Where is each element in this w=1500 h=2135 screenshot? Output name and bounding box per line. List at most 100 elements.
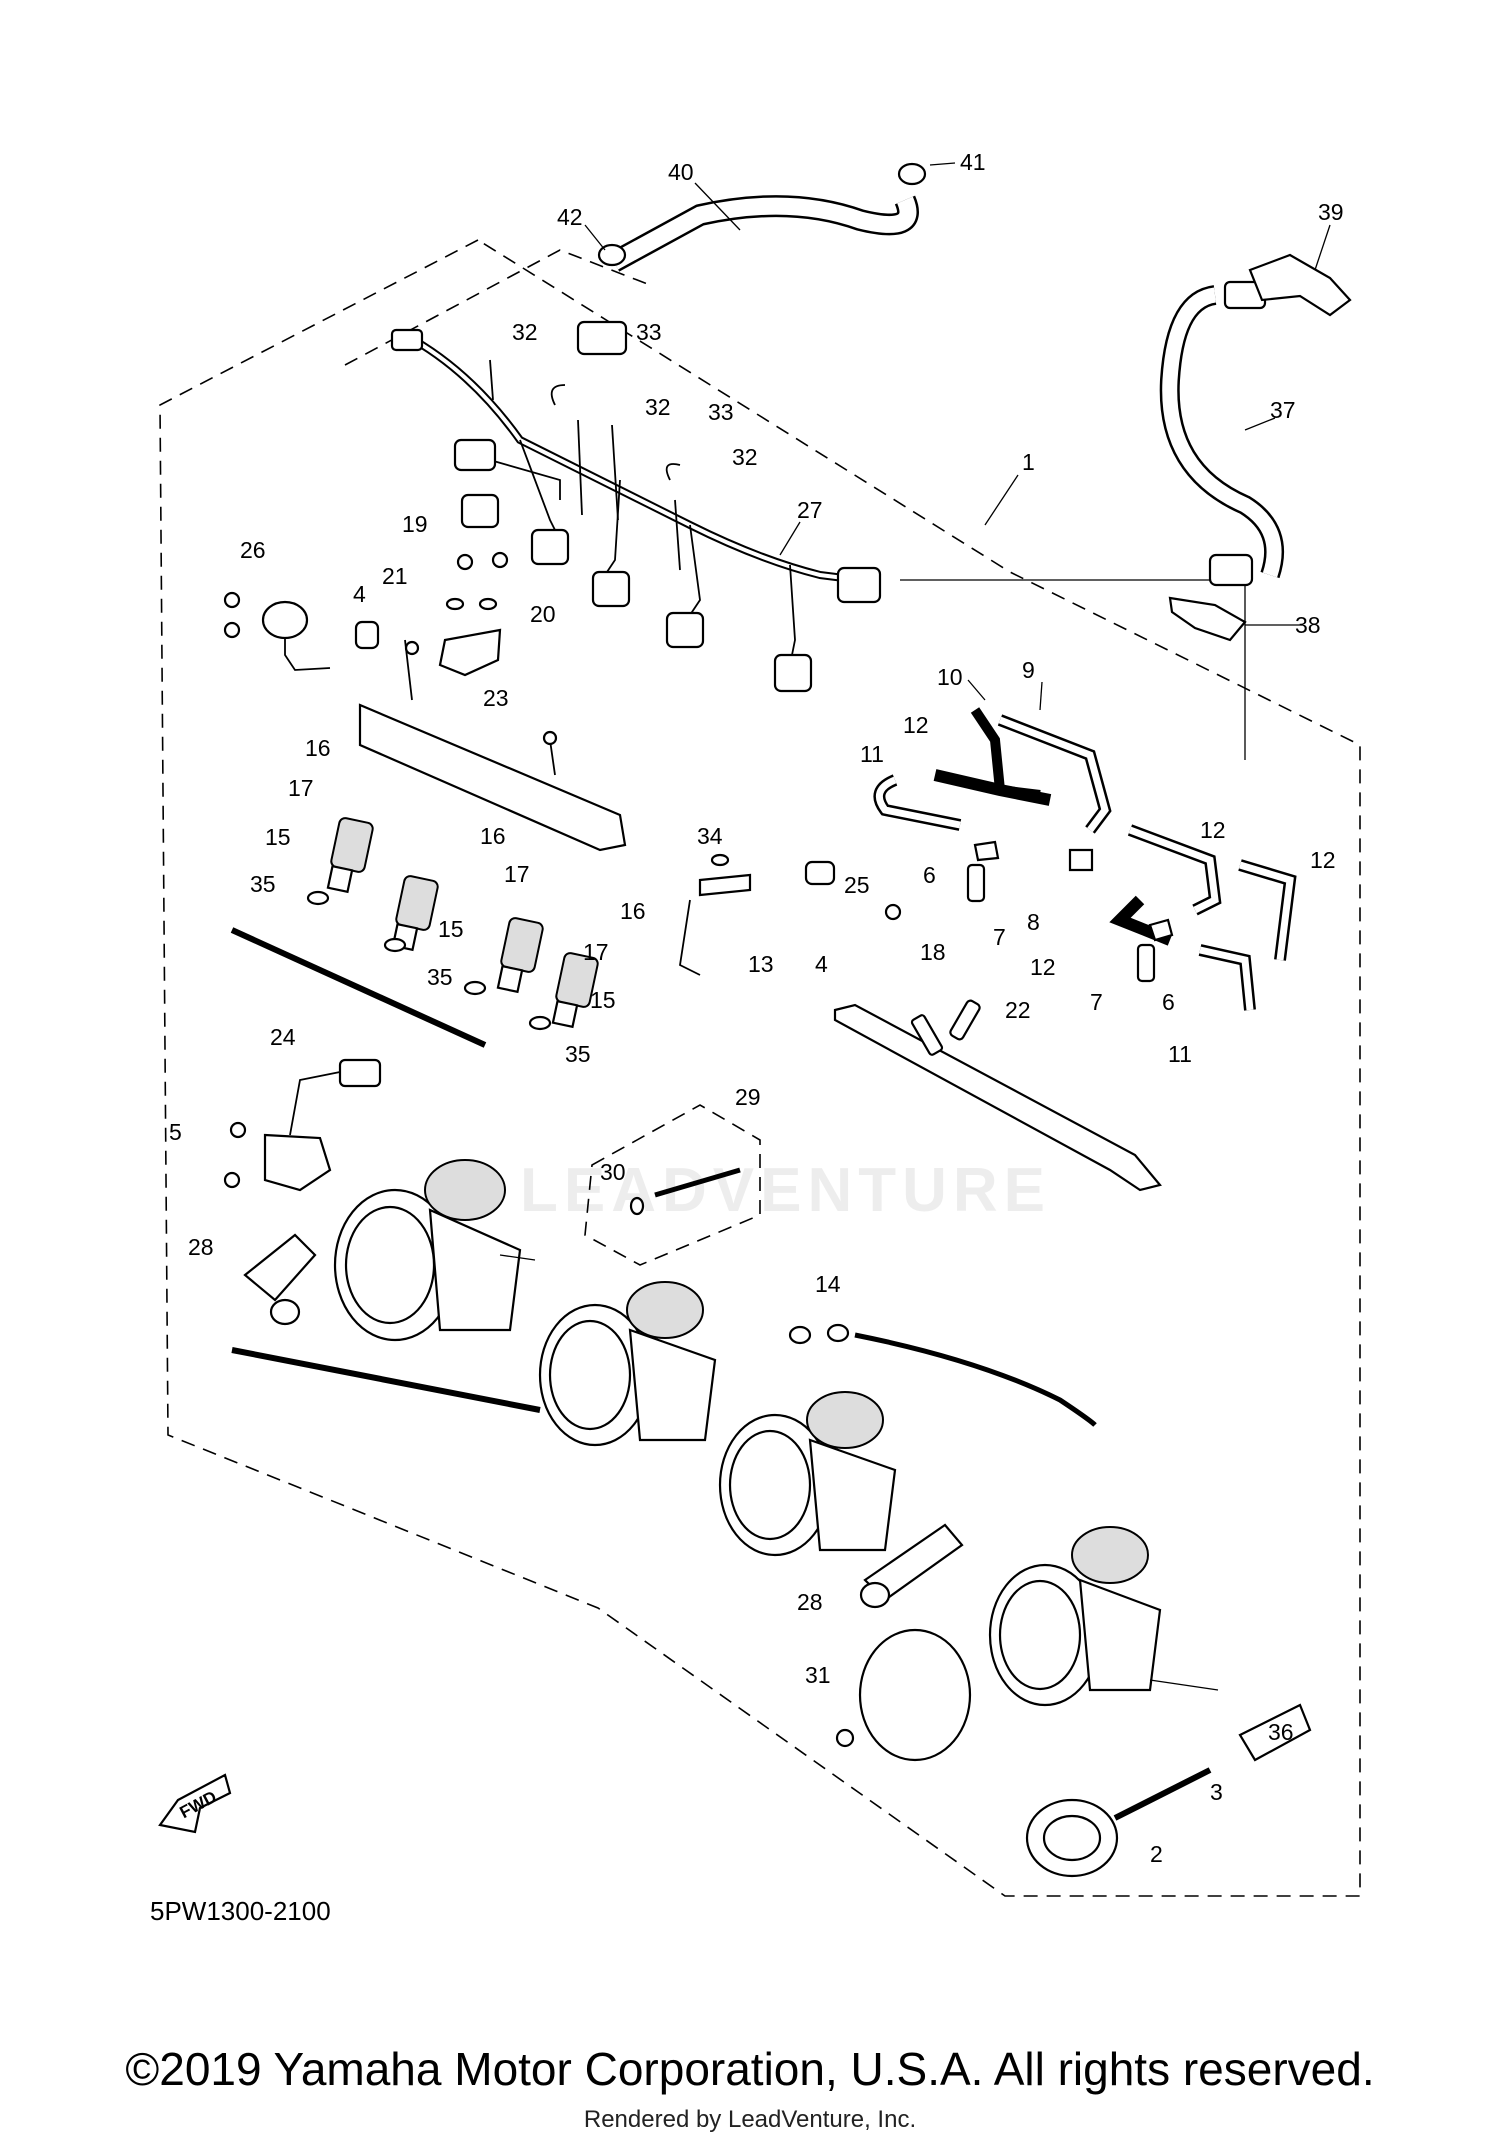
seal-35c (463, 980, 487, 996)
screw-26a (223, 591, 241, 609)
clip-33b (665, 463, 681, 481)
hose-9 (997, 714, 1112, 834)
clamp-42 (597, 243, 627, 267)
screw-19a (456, 553, 474, 571)
callout-12: 12 (1200, 817, 1226, 843)
callout-8: 8 (1027, 909, 1040, 935)
bolt-long-upper (230, 927, 487, 1048)
diagram-code: 5PW1300-2100 (150, 1896, 331, 1926)
screw-29 (654, 1167, 741, 1198)
callout-32: 32 (732, 444, 758, 470)
assembly-boundary (159, 239, 1361, 1897)
bracket-13 (698, 873, 752, 897)
throttle-body-2 (538, 1281, 717, 1447)
callout-2: 2 (1150, 1841, 1163, 1867)
throttle-position-sensor-24 (263, 1133, 332, 1192)
callout-16: 16 (480, 823, 506, 849)
callout-16: 16 (305, 735, 331, 761)
callout-27: 27 (797, 497, 823, 523)
callout-28: 28 (188, 1234, 214, 1260)
bracket-39 (1248, 253, 1352, 317)
harness-connector-g (773, 653, 813, 693)
callout-33: 33 (708, 399, 734, 425)
throttle-body-4 (988, 1526, 1162, 1707)
oring-30 (629, 1196, 645, 1216)
injector-15d (551, 952, 599, 1029)
callout-23: 23 (483, 685, 509, 711)
callout-30: 30 (600, 1159, 626, 1185)
screw-5a (229, 1121, 247, 1139)
callout-13: 13 (748, 951, 774, 977)
throttle-stay (833, 1003, 1162, 1192)
callout-17: 17 (288, 775, 314, 801)
harness-connector-h (836, 566, 882, 604)
fwd-arrow-icon: FWD (158, 1773, 232, 1834)
callout-19: 19 (402, 511, 428, 537)
spring-3 (1113, 1767, 1212, 1821)
callout-35: 35 (565, 1041, 591, 1067)
fuel-rail-boundary (344, 249, 651, 366)
fuel-rail (358, 703, 627, 852)
harness-connector-e (591, 570, 631, 608)
callout-38: 38 (1295, 612, 1321, 638)
clip-33a (550, 384, 566, 406)
seal-35d (528, 1015, 552, 1031)
callout-11: 11 (1168, 1041, 1192, 1067)
hose-28a (243, 1233, 317, 1302)
screw-26b (223, 621, 241, 639)
oring-34 (710, 853, 730, 867)
hose-12a (933, 769, 1052, 806)
callout-24: 24 (270, 1024, 296, 1050)
callout-32: 32 (512, 319, 538, 345)
screw-19b (491, 551, 509, 569)
clamp-41 (897, 162, 927, 186)
joint-6b (1148, 918, 1174, 942)
cable-14 (854, 1332, 1097, 1427)
harness-connector-d (530, 528, 570, 566)
callout-9: 9 (1022, 657, 1035, 683)
callout-22: 22 (1005, 997, 1031, 1023)
callout-15: 15 (438, 916, 464, 942)
callout-11: 11 (860, 741, 884, 767)
callout-5: 5 (169, 1119, 182, 1145)
washer-20 (478, 597, 498, 611)
callout-34: 34 (697, 823, 723, 849)
bolt-long-lower (231, 1347, 541, 1413)
callout-17: 17 (504, 861, 530, 887)
callout-6: 6 (923, 862, 936, 888)
callout-31: 31 (805, 1662, 831, 1688)
callout-17: 17 (583, 939, 609, 965)
seal-35a (306, 890, 330, 906)
rendered-by-notice: Rendered by LeadVenture, Inc. (583, 2106, 917, 2133)
callout-21: 21 (382, 563, 408, 589)
callout-7: 7 (993, 924, 1006, 950)
callout-14: 14 (815, 1271, 841, 1297)
callout-12: 12 (1030, 954, 1056, 980)
callout-36: 36 (1268, 1719, 1294, 1745)
cable-tie-32b (577, 419, 583, 516)
spacer-4a (354, 620, 380, 650)
harness-connector-f (665, 611, 705, 649)
pressure-sensor-26 (261, 600, 309, 640)
callout-41: 41 (960, 149, 986, 175)
callout-20: 20 (530, 601, 556, 627)
copyright-notice: ©2019 Yamaha Motor Corporation, U.S.A. A… (125, 2043, 1375, 2095)
hose-37 (1159, 285, 1285, 579)
seal-35b (383, 937, 407, 953)
sensor-23 (438, 628, 502, 677)
callout-37: 37 (1270, 397, 1296, 423)
joint-8 (1068, 848, 1094, 872)
callout-15: 15 (590, 987, 616, 1013)
callout-12: 12 (903, 712, 929, 738)
cable-tie-32c (611, 424, 619, 521)
throttle-body-3 (718, 1391, 897, 1557)
callout-28: 28 (797, 1589, 823, 1615)
joint-6a (973, 840, 1000, 862)
harness-connector-top-left (390, 328, 424, 352)
watermark: LEADVENTURE (520, 1156, 1052, 1225)
hose-7a (966, 863, 986, 903)
callout-3: 3 (1210, 1779, 1223, 1805)
callout-33: 33 (636, 319, 662, 345)
callout-16: 16 (620, 898, 646, 924)
